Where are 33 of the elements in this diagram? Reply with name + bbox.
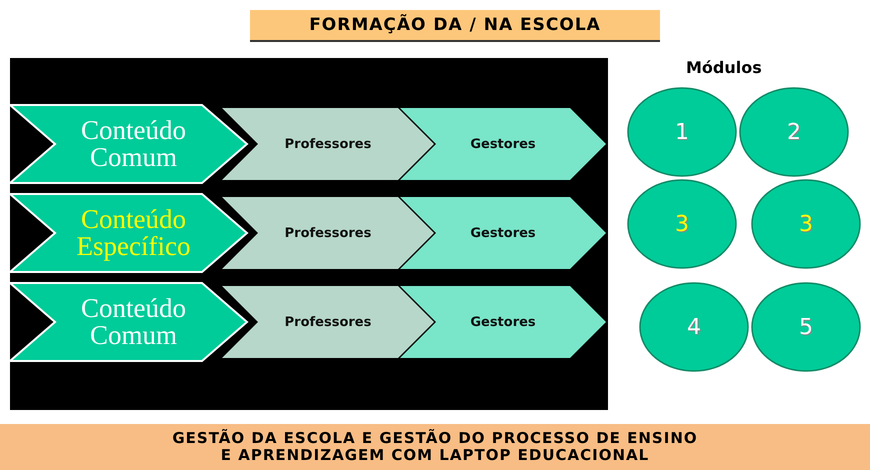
- caption-banner: GESTÃO DA ESCOLA E GESTÃO DO PROCESSO DE ENSINO E APRENDIZAGEM COM LAPTOP EDUCACIONAL: [0, 424, 870, 470]
- chevron-label: Professores: [284, 226, 372, 240]
- chevron-label: Gestores: [470, 226, 536, 240]
- process-step: [222, 286, 434, 358]
- chevron-label: Conteúdo Específico: [76, 206, 192, 260]
- process-step: [10, 283, 247, 361]
- module-number: 3: [799, 212, 813, 236]
- module-number: 1: [675, 120, 689, 144]
- chevron-label: Professores: [284, 136, 372, 152]
- module-ellipse: [627, 87, 737, 177]
- chevron-label: Conteúdo Comum: [80, 295, 187, 349]
- chevron-label: Gestores: [470, 314, 536, 330]
- process-step: [400, 108, 606, 180]
- module-number: 5: [799, 314, 813, 340]
- process-step: [10, 105, 247, 183]
- module-ellipse: [739, 87, 849, 177]
- module-ellipse: [751, 179, 861, 269]
- process-step: [222, 108, 434, 180]
- process-step: [400, 197, 606, 269]
- module-number: 4: [687, 314, 701, 340]
- heading: Módulos: [686, 58, 762, 77]
- module-number: 2: [787, 120, 801, 144]
- module-ellipse: [627, 179, 737, 269]
- process-step: [222, 197, 434, 269]
- chevron-label: Professores: [284, 314, 372, 330]
- module-ellipse: [639, 282, 749, 372]
- title-banner: FORMAÇÃO DA / NA ESCOLA: [250, 10, 660, 42]
- process-step: [10, 194, 247, 272]
- chevron-label: Conteúdo Comum: [80, 117, 187, 171]
- chevron-label: Gestores: [470, 136, 536, 152]
- process-step: [400, 286, 606, 358]
- module-number: 3: [675, 212, 689, 236]
- module-ellipse: [751, 282, 861, 372]
